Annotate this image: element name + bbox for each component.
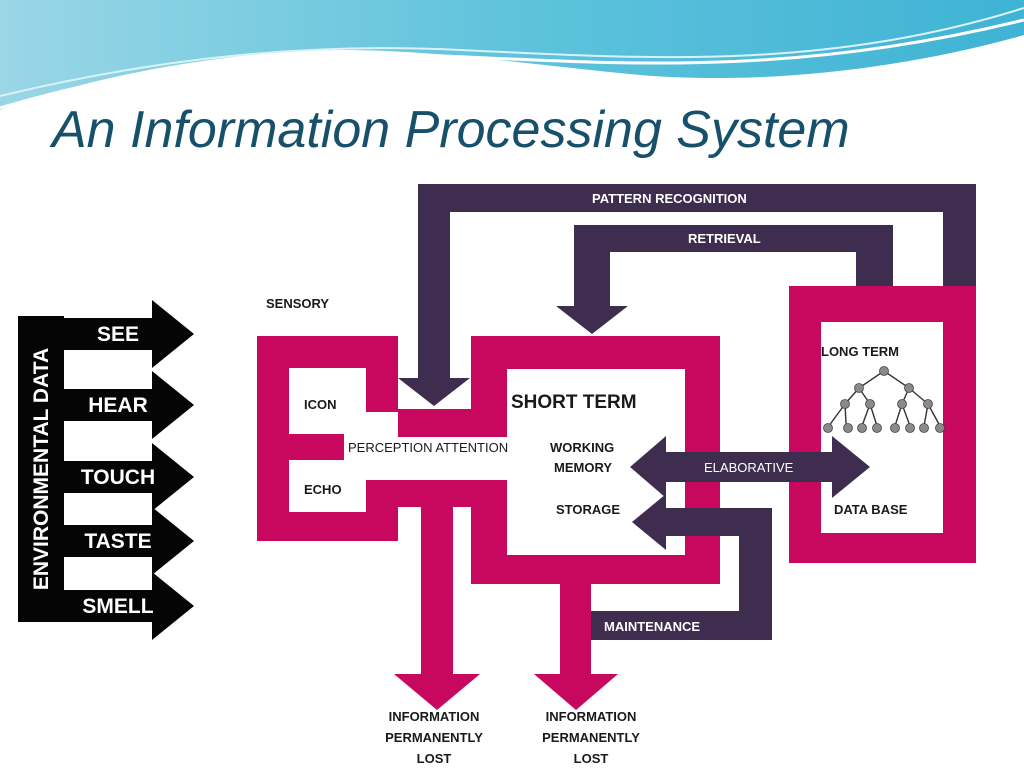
lost-label-2-line-1: INFORMATION bbox=[546, 709, 637, 724]
sense-hear: HEAR bbox=[88, 394, 148, 417]
long-term-store bbox=[789, 286, 976, 563]
working-memory-label-1: WORKING bbox=[550, 440, 614, 455]
loss-channel-sensory bbox=[394, 480, 480, 710]
icon-label: ICON bbox=[304, 397, 337, 412]
sensory-label: SENSORY bbox=[266, 296, 329, 311]
echo-label: ECHO bbox=[304, 482, 342, 497]
lost-label-2-line-3: LOST bbox=[574, 751, 609, 766]
short-term-store bbox=[398, 336, 720, 584]
sense-arrows: SEE HEAR TOUCH TASTE SMELL bbox=[62, 300, 194, 640]
lost-label-1-line-1: INFORMATION bbox=[389, 709, 480, 724]
elaborative-label: ELABORATIVE bbox=[704, 460, 794, 475]
maintenance-channel bbox=[591, 494, 772, 640]
hear-arrow bbox=[62, 371, 194, 439]
maintenance-label: MAINTENANCE bbox=[604, 619, 700, 634]
smell-arrow bbox=[62, 572, 194, 640]
hierarchy-tree-icon bbox=[823, 366, 945, 433]
environmental-data-bar bbox=[18, 316, 64, 622]
short-term-label: SHORT TERM bbox=[511, 392, 637, 413]
lost-label-2-line-2: PERMANENTLY bbox=[542, 730, 640, 745]
working-memory-label-2: MEMORY bbox=[554, 460, 612, 475]
pattern-recognition-channel bbox=[398, 184, 976, 406]
sense-smell: SMELL bbox=[82, 595, 153, 618]
retrieval-label: RETRIEVAL bbox=[688, 231, 761, 246]
retrieval-channel bbox=[556, 225, 893, 334]
touch-arrow bbox=[62, 443, 194, 511]
loss-channel-short-term bbox=[534, 555, 618, 710]
lost-label-1-line-2: PERMANENTLY bbox=[385, 730, 483, 745]
environmental-data-label: ENVIRONMENTAL DATA bbox=[30, 348, 53, 590]
sensory-register bbox=[257, 336, 398, 541]
pattern-recognition-label: PATTERN RECOGNITION bbox=[592, 191, 747, 206]
taste-arrow bbox=[62, 507, 194, 575]
data-base-label: DATA BASE bbox=[834, 502, 908, 517]
sense-see: SEE bbox=[97, 323, 139, 346]
header-wave-decoration bbox=[0, 0, 1024, 110]
sense-touch: TOUCH bbox=[81, 466, 155, 489]
long-term-label: LONG TERM bbox=[821, 344, 899, 359]
slide-title: An Information Processing System bbox=[52, 101, 850, 159]
lost-label-1-line-3: LOST bbox=[417, 751, 452, 766]
perception-attention-label: PERCEPTION ATTENTION bbox=[348, 440, 508, 455]
elaborative-arrow bbox=[630, 436, 870, 498]
sense-taste: TASTE bbox=[84, 530, 151, 553]
storage-label: STORAGE bbox=[556, 502, 620, 517]
see-arrow bbox=[62, 300, 194, 368]
